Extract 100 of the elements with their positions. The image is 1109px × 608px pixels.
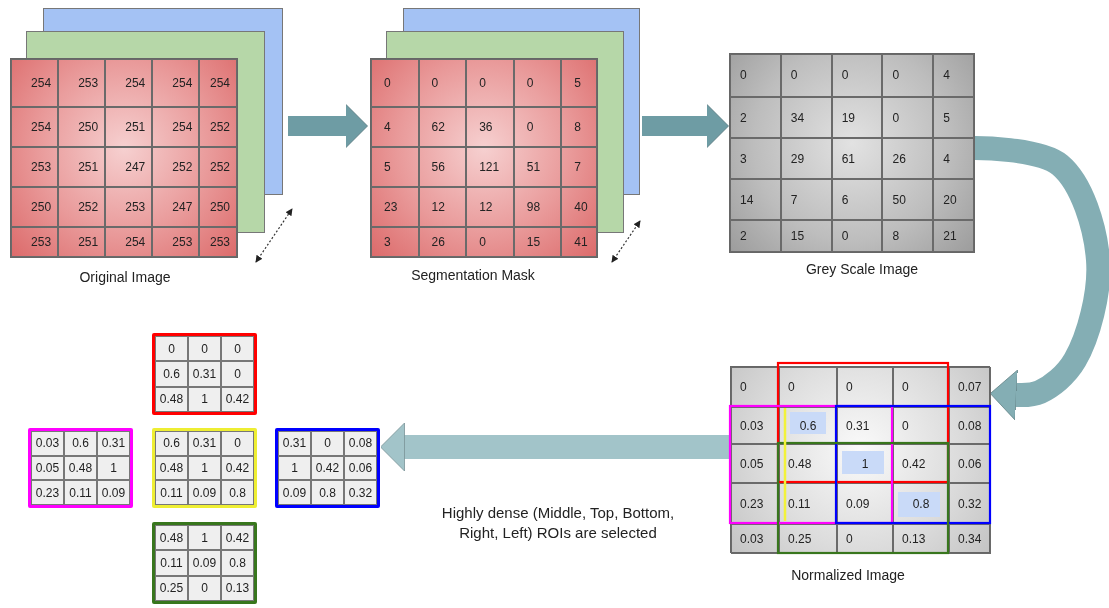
value-cell: 0.31 [837,407,893,444]
value-cell: 5 [561,59,597,107]
value-cell: 0.05 [731,444,779,483]
value-cell: 0.13 [893,524,949,554]
value-cell: 0.48 [779,444,837,483]
value-cell: 0.8 [311,480,344,505]
value-cell: 0.32 [949,483,991,524]
value-cell: 0.11 [155,480,188,505]
roi-grid [152,428,257,508]
value-cell: 19 [831,96,883,139]
value-cell: 0.06 [344,455,377,481]
value-cell: 0 [837,524,893,554]
value-cell: 254 [199,59,237,107]
value-cell: 253 [11,147,59,187]
value-cell: 0 [831,220,883,252]
value-cell: 0 [893,367,949,407]
value-cell: 0.09 [188,480,221,505]
value-cell: 0.48 [155,386,188,412]
value-cell: 247 [152,187,200,227]
image-caption: Normalized Image [791,567,905,583]
roi-grid [152,522,257,604]
value-cell: 0.6 [64,431,97,456]
value-cell: 0.25 [779,524,837,554]
value-cell: 34 [780,96,832,139]
value-cell: 0.48 [64,455,97,481]
value-cell: 0.32 [344,480,377,505]
value-cell: 1 [188,525,221,551]
value-cell: 0.8 [221,550,254,576]
value-cell: 0.05 [31,455,64,481]
value-cell: 0.48 [155,455,188,481]
value-cell: 0.42 [311,455,344,481]
value-cell: 0.6 [155,361,188,387]
value-cell: 0 [513,59,562,107]
value-cell: 0.25 [155,575,188,601]
value-cell: 12 [466,187,514,227]
value-cell: 7 [780,179,832,221]
value-cell: 0.03 [731,524,779,554]
value-cell: 0.08 [949,407,991,444]
value-cell: 3 [730,138,781,180]
value-cell: 4 [933,54,974,97]
value-cell: 23 [371,187,419,227]
value-cell: 0 [221,336,254,362]
value-cell: 1 [188,386,221,412]
value-cell: 14 [730,179,781,221]
value-cell: 2 [730,220,781,252]
value-cell: 0 [780,54,832,97]
value-cell: 7 [561,147,597,187]
value-cell: 0.6 [155,431,188,456]
value-cell: 0 [188,336,221,362]
image-caption: Segmentation Mask [411,267,535,283]
value-cell: 0.31 [188,361,221,387]
value-cell: 0.13 [221,575,254,601]
value-cell: 0 [893,407,949,444]
value-cell: 0 [311,431,344,456]
roi-grid [152,333,257,415]
value-cell: 0 [221,361,254,387]
roi-grid [275,428,380,508]
value-cell: 0.42 [221,525,254,551]
value-cell: 61 [831,138,883,180]
value-cell: 15 [780,220,832,252]
value-cell: 8 [561,107,597,147]
value-cell: 4 [933,138,974,180]
value-cell: 0 [779,367,837,407]
value-cell: 250 [199,187,237,227]
value-cell: 6 [831,179,883,221]
value-cell: 0.42 [221,386,254,412]
value-cell: 0 [882,96,934,139]
value-cell: 0 [513,107,562,147]
value-cell: 0.06 [949,444,991,483]
value-cell: 252 [199,147,237,187]
value-cell: 0.11 [155,550,188,576]
value-cell: 254 [11,107,59,147]
value-cell: 0.31 [188,431,221,456]
value-cell: 250 [58,107,106,147]
value-cell: 247 [105,147,153,187]
value-cell: 253 [11,227,59,257]
value-cell: 0.09 [837,483,893,524]
value-cell: 0.09 [188,550,221,576]
value-cell: 0.03 [31,431,64,456]
roi-grid [28,428,133,508]
value-cell: 1 [278,455,311,481]
block-arrow [380,422,730,472]
value-cell: 0.6 [779,407,837,444]
value-cell: 0 [221,431,254,456]
value-cell: 252 [199,107,237,147]
value-cell: 0 [730,54,781,97]
value-cell: 0 [466,59,514,107]
value-cell: 5 [933,96,974,139]
value-cell: 251 [105,107,153,147]
value-cell: 0.8 [893,483,949,524]
value-cell: 1 [97,455,130,481]
value-cell: 253 [58,59,106,107]
value-cell: 0.31 [97,431,130,456]
value-cell: 1 [837,444,893,483]
value-cell: 8 [882,220,934,252]
value-cell: 0 [155,336,188,362]
value-cell: 0.34 [949,524,991,554]
image-caption: Original Image [79,269,171,285]
value-cell: 0.23 [731,483,779,524]
value-cell: 0 [882,54,934,97]
